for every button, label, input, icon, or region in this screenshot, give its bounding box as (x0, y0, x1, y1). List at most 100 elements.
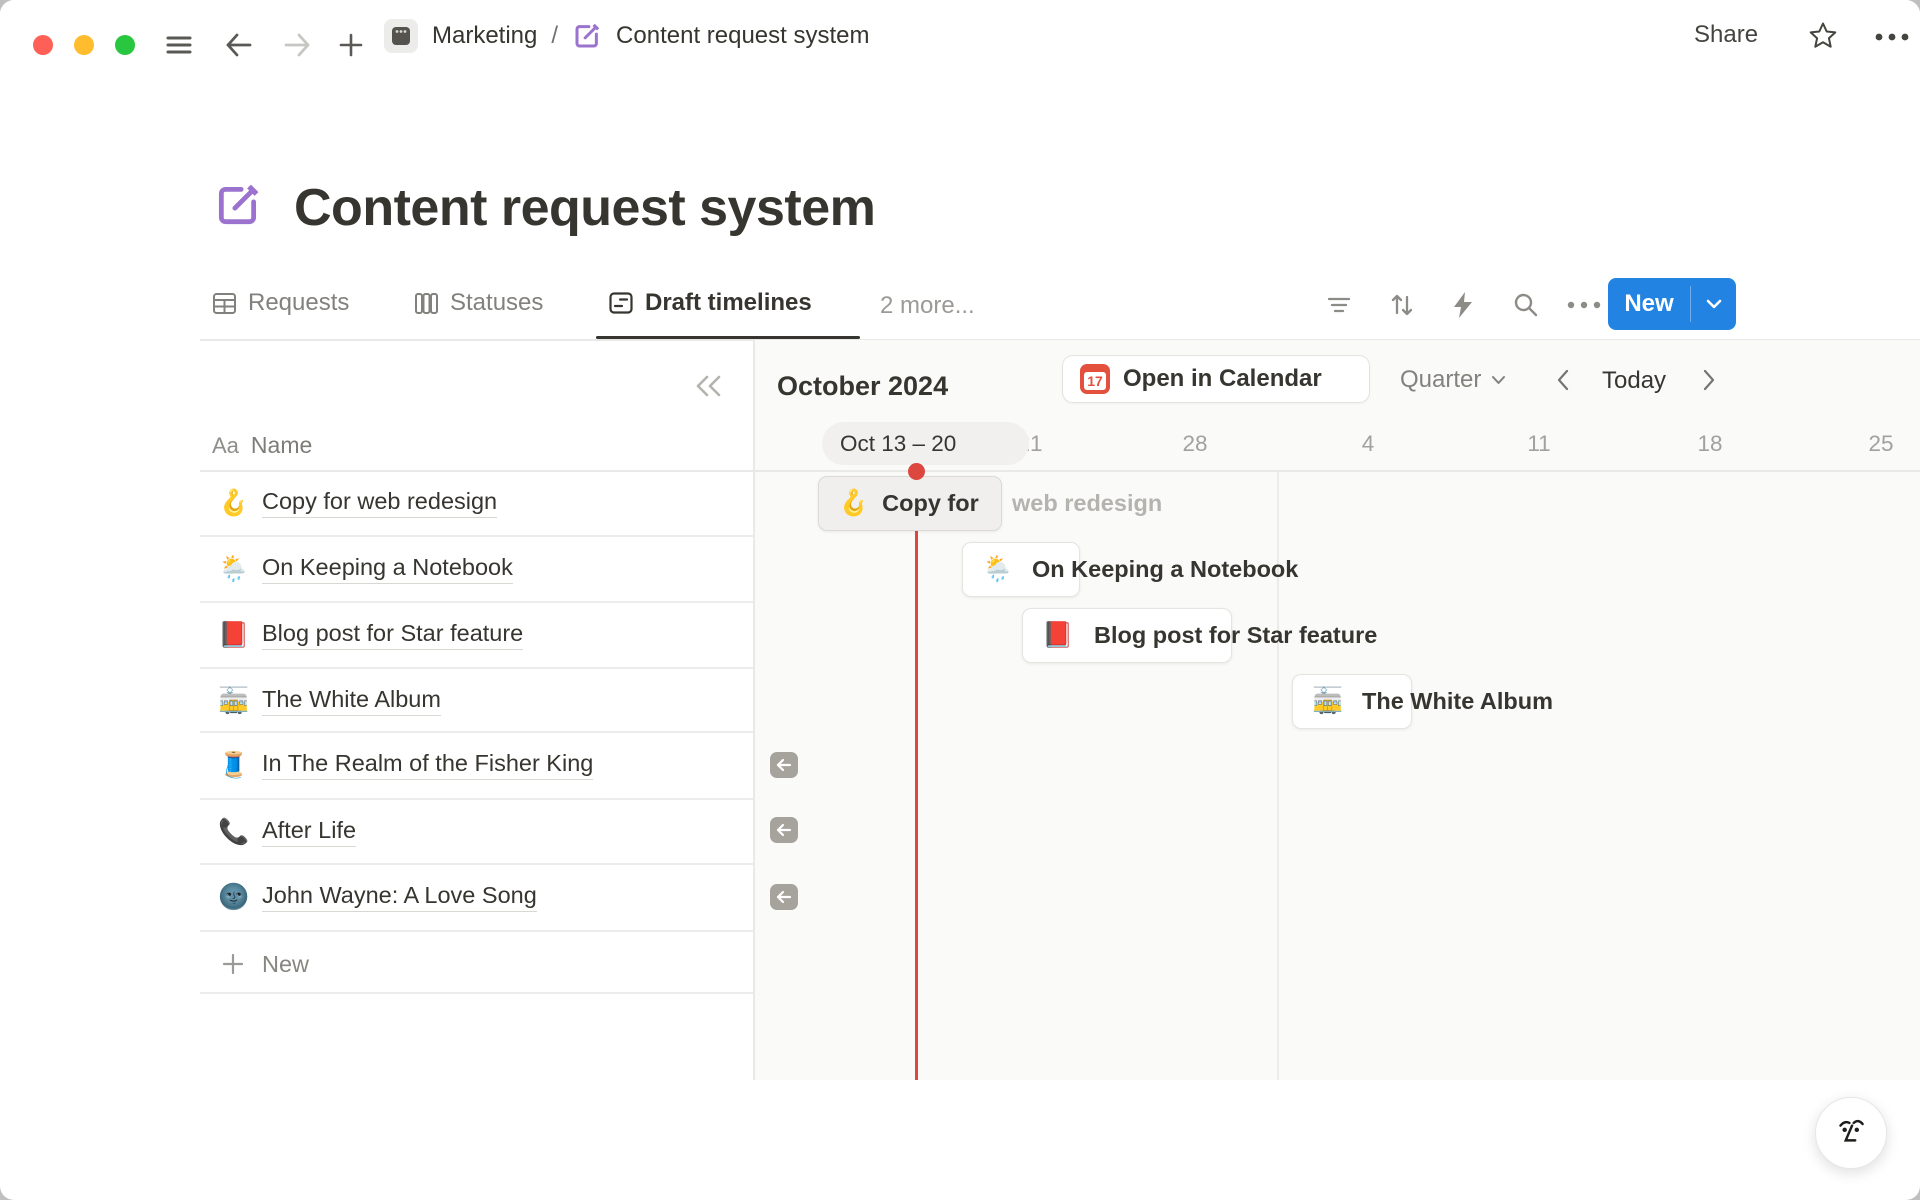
breadcrumb-workspace[interactable]: Marketing (432, 22, 538, 49)
name-column-header[interactable]: Aa Name (212, 432, 312, 459)
forward-icon[interactable] (282, 31, 312, 59)
breadcrumb-page[interactable]: Content request system (616, 22, 870, 49)
ai-face-icon (1839, 1119, 1864, 1142)
sidebar-timeline-divider[interactable] (753, 340, 755, 1080)
row-title[interactable]: Copy for web redesign (262, 488, 498, 518)
bar-overflow-text: web redesign (1012, 490, 1163, 516)
row-separator (200, 930, 753, 932)
today-marker-dot (908, 463, 925, 480)
new-button[interactable]: New (1624, 290, 1674, 317)
table-row[interactable]: 🪝 Copy for web redesign (200, 470, 753, 536)
table-row[interactable]: 🌚 John Wayne: A Love Song (200, 864, 753, 930)
new-button-dropdown[interactable] (1691, 278, 1736, 330)
bar-label: The White Album (1362, 688, 1554, 714)
scroll-to-bar-arrow[interactable] (770, 817, 798, 843)
row-emoji-red-book: 📕 (218, 620, 250, 649)
scroll-to-bar-arrow[interactable] (770, 752, 798, 778)
chevron-down-icon (1492, 376, 1506, 384)
collapse-sidebar-icon[interactable] (693, 372, 725, 400)
hamburger-menu-icon[interactable] (165, 32, 193, 58)
new-button-group: New (1608, 278, 1736, 330)
row-title[interactable]: On Keeping a Notebook (262, 554, 513, 584)
timeline-bar-on-keeping-a-notebook[interactable]: 🌦️ (962, 542, 1080, 597)
timeline-month-label: October 2024 (777, 371, 949, 401)
automations-lightning-icon[interactable] (1450, 290, 1476, 320)
sort-icon[interactable] (1388, 291, 1416, 319)
breadcrumb-separator: / (551, 22, 559, 49)
timeline-bar-blog-post-for-star-feature[interactable]: 📕 (1022, 608, 1232, 663)
bar-label: Copy for (882, 490, 979, 516)
page-title[interactable]: Content request system (294, 179, 876, 237)
prev-period-icon[interactable] (1556, 369, 1570, 391)
table-row[interactable]: 🌦️ On Keeping a Notebook (200, 536, 753, 602)
row-emoji-tram: 🚋 (218, 686, 250, 715)
filter-icon[interactable] (1326, 292, 1352, 318)
row-title[interactable]: After Life (262, 817, 357, 847)
row-emoji-thread: 🧵 (218, 750, 250, 779)
search-icon[interactable] (1512, 291, 1540, 319)
row-title[interactable]: John Wayne: A Love Song (262, 882, 537, 912)
tabs-more-button[interactable]: 2 more... (880, 292, 975, 319)
date-tick: 11 (1527, 431, 1551, 456)
breadcrumb: Marketing / Content request system (384, 19, 870, 53)
row-title[interactable]: In The Realm of the Fisher King (262, 750, 594, 780)
table-row[interactable]: 🚋 The White Album (200, 668, 753, 734)
favorite-star-icon[interactable] (1806, 19, 1840, 53)
row-emoji-sun-rain: 🌦️ (218, 554, 250, 583)
new-button-divider (1690, 286, 1691, 322)
row-separator (200, 535, 753, 537)
calendar-17-icon: 17 (1080, 364, 1110, 394)
titlebar: Marketing / Content request system Share (0, 0, 1920, 72)
table-row[interactable]: 📕 Blog post for Star feature (200, 602, 753, 668)
more-options-icon[interactable] (1872, 31, 1912, 43)
minimize-window-button[interactable] (74, 35, 94, 55)
zoom-window-button[interactable] (115, 35, 135, 55)
notion-ai-button[interactable] (1815, 1097, 1887, 1169)
open-in-calendar-label: Open in Calendar (1123, 365, 1322, 392)
close-window-button[interactable] (33, 35, 53, 55)
back-icon[interactable] (224, 31, 254, 59)
table-view-icon (211, 290, 238, 317)
row-separator (200, 798, 753, 800)
bar-label: On Keeping a Notebook (1032, 556, 1299, 582)
current-week-pill[interactable]: Oct 13 – 20 (822, 422, 1029, 465)
new-tab-plus-icon[interactable] (338, 32, 364, 58)
new-row-label: New (262, 950, 310, 977)
bar-label: Blog post for Star feature (1094, 622, 1378, 648)
page-icon[interactable] (213, 180, 263, 230)
zoom-level-select[interactable]: Quarter (1400, 366, 1506, 394)
bar-emoji-red-book: 📕 (1042, 621, 1074, 649)
workspace-icon[interactable] (384, 19, 418, 53)
text-property-icon: Aa (212, 432, 239, 458)
today-marker-line (915, 479, 918, 1080)
table-row[interactable]: 📞 After Life (200, 799, 753, 865)
bar-emoji-sun-rain: 🌦️ (982, 555, 1014, 583)
row-title[interactable]: The White Album (262, 686, 441, 716)
view-more-icon[interactable] (1566, 300, 1602, 310)
row-emoji-phone: 📞 (218, 817, 250, 846)
row-title[interactable]: Blog post for Star feature (262, 620, 524, 650)
open-in-calendar-button[interactable]: 17 Open in Calendar (1062, 355, 1370, 403)
timeline-view-icon (607, 289, 635, 317)
page-compose-icon-small (572, 21, 602, 51)
tab-statuses[interactable]: Statuses (413, 289, 543, 317)
timeline-bar-the-white-album[interactable]: 🚋 (1292, 674, 1412, 729)
new-row-button[interactable]: New (200, 931, 753, 997)
tab-draft-timelines[interactable]: Draft timelines (607, 289, 812, 317)
row-emoji-new-moon-face: 🌚 (218, 882, 250, 911)
row-separator (200, 601, 753, 603)
tab-requests[interactable]: Requests (211, 289, 349, 317)
row-separator (200, 863, 753, 865)
table-row[interactable]: 🧵 In The Realm of the Fisher King (200, 732, 753, 798)
date-tick: 25 (1868, 431, 1894, 456)
timeline-bar-copy-for-web-redesign[interactable]: 🪝 Copy for (818, 476, 1002, 531)
next-period-icon[interactable] (1702, 369, 1716, 391)
table-header-separator (200, 470, 1920, 472)
active-tab-underline (596, 336, 860, 339)
share-button[interactable]: Share (1694, 21, 1759, 48)
bar-emoji-hook: 🪝 (838, 489, 870, 517)
today-button[interactable]: Today (1602, 367, 1667, 394)
month-boundary-gridline (1277, 471, 1279, 1080)
tab-label: Draft timelines (645, 289, 812, 316)
scroll-to-bar-arrow[interactable] (770, 884, 798, 910)
